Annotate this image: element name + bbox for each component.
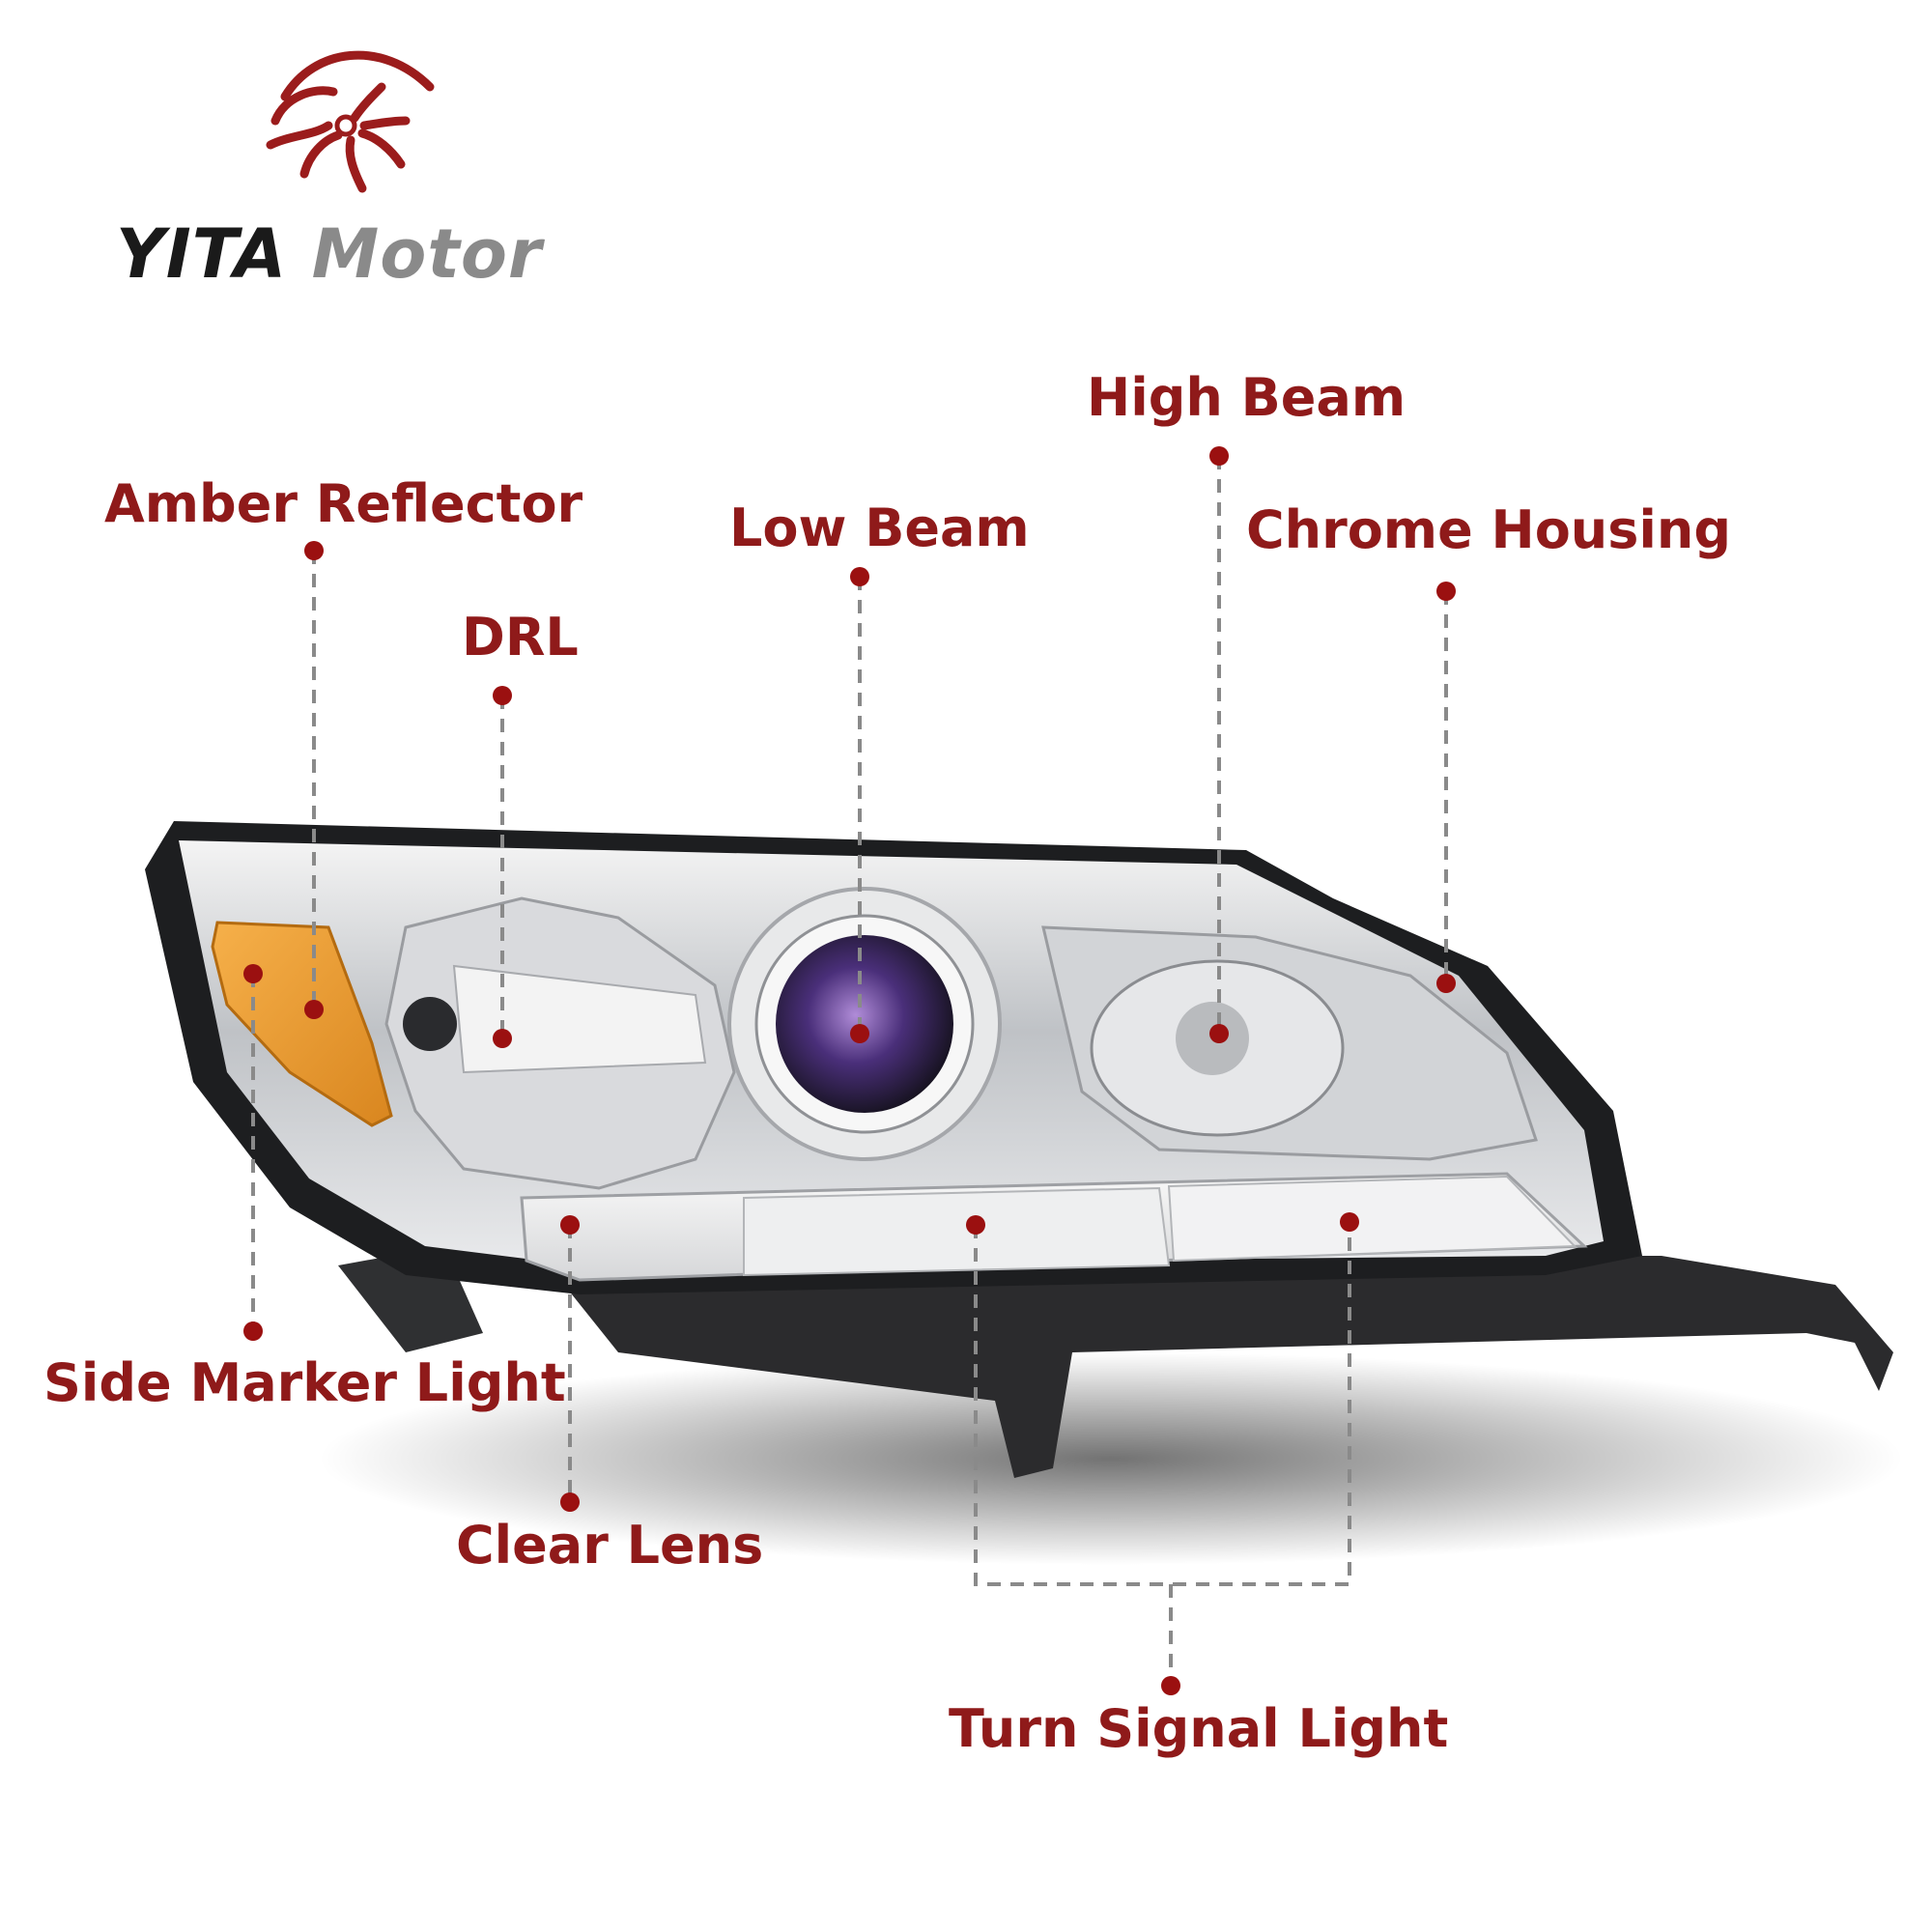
callout-amber-reflector: Amber Reflector: [104, 473, 583, 534]
callout-low-beam: Low Beam: [729, 497, 1030, 558]
callout-chrome-housing: Chrome Housing: [1246, 499, 1731, 560]
callout-clear-lens: Clear Lens: [456, 1515, 764, 1576]
callout-side-marker-light: Side Marker Light: [43, 1352, 566, 1413]
callout-high-beam: High Beam: [1087, 367, 1406, 428]
wheel-logo-icon: [266, 50, 435, 193]
brand-name-part1: YITA: [116, 214, 288, 294]
brand-wordmark: YITA Motor: [116, 214, 542, 294]
brand-name-part2: Motor: [311, 214, 543, 294]
callout-drl: DRL: [462, 607, 579, 668]
callout-turn-signal-light: Turn Signal Light: [949, 1698, 1449, 1759]
